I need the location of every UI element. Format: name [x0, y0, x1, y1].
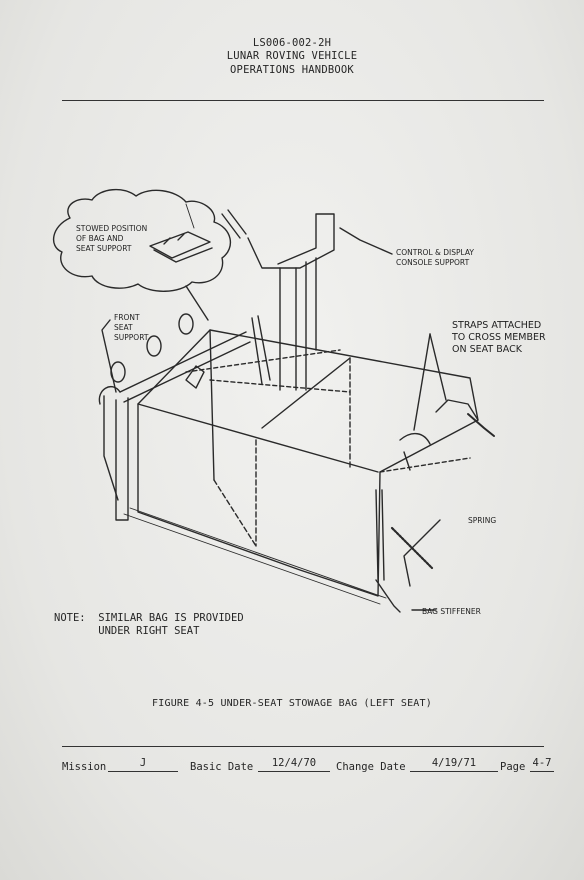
- header-rule: [62, 100, 544, 101]
- doc-vehicle: LUNAR ROVING VEHICLE: [226, 50, 358, 62]
- callout-straps-3: ON SEAT BACK: [452, 344, 523, 355]
- footer-change-date-label: Change Date: [336, 761, 406, 773]
- callout-spring: SPRING: [468, 516, 496, 525]
- callout-straps-1: STRAPS ATTACHED: [452, 320, 541, 331]
- note-line-2: UNDER RIGHT SEAT: [54, 625, 200, 637]
- footer-change-date-underline: [410, 771, 498, 772]
- footer-page-value: 4-7: [532, 757, 552, 769]
- callout-stowed-3: SEAT SUPPORT: [76, 244, 132, 253]
- figure-caption: FIGURE 4-5 UNDER-SEAT STOWAGE BAG (LEFT …: [152, 698, 432, 709]
- footer-mission-value: J: [139, 757, 147, 769]
- callout-front-1: FRONT: [114, 313, 140, 322]
- callout-front-2: SEAT: [114, 323, 133, 332]
- footer-page-underline: [530, 771, 554, 772]
- stowed-position-cloud: [52, 189, 232, 292]
- note-line-1: NOTE: SIMILAR BAG IS PROVIDED: [54, 612, 244, 624]
- footer-mission-label: Mission: [62, 761, 107, 773]
- callout-control-1: CONTROL & DISPLAY: [396, 248, 474, 257]
- callout-bag-stiffener: BAG STIFFENER: [422, 607, 481, 616]
- doc-number: LS006-002-2H: [252, 37, 332, 49]
- footer-rule: [62, 746, 544, 747]
- footer-basic-date-underline: [258, 771, 330, 772]
- footer-basic-date-label: Basic Date: [190, 761, 254, 773]
- doc-handbook-title: OPERATIONS HANDBOOK: [230, 64, 354, 76]
- callout-straps-2: TO CROSS MEMBER: [451, 332, 546, 343]
- footer-page-label: Page: [500, 761, 526, 773]
- footer-change-date-value: 4/19/71: [431, 757, 477, 769]
- footer-mission-underline: [108, 771, 178, 772]
- callout-front-3: SUPPORT: [114, 333, 149, 342]
- callout-stowed-1: STOWED POSITION: [76, 224, 147, 233]
- callout-stowed-2: OF BAG AND: [76, 234, 124, 243]
- bag-outline: [137, 329, 479, 597]
- footer-basic-date-value: 12/4/70: [271, 757, 317, 769]
- console-support-structure: [247, 213, 335, 269]
- front-seat-support-tube: [119, 331, 251, 403]
- callout-control-2: CONSOLE SUPPORT: [396, 258, 470, 267]
